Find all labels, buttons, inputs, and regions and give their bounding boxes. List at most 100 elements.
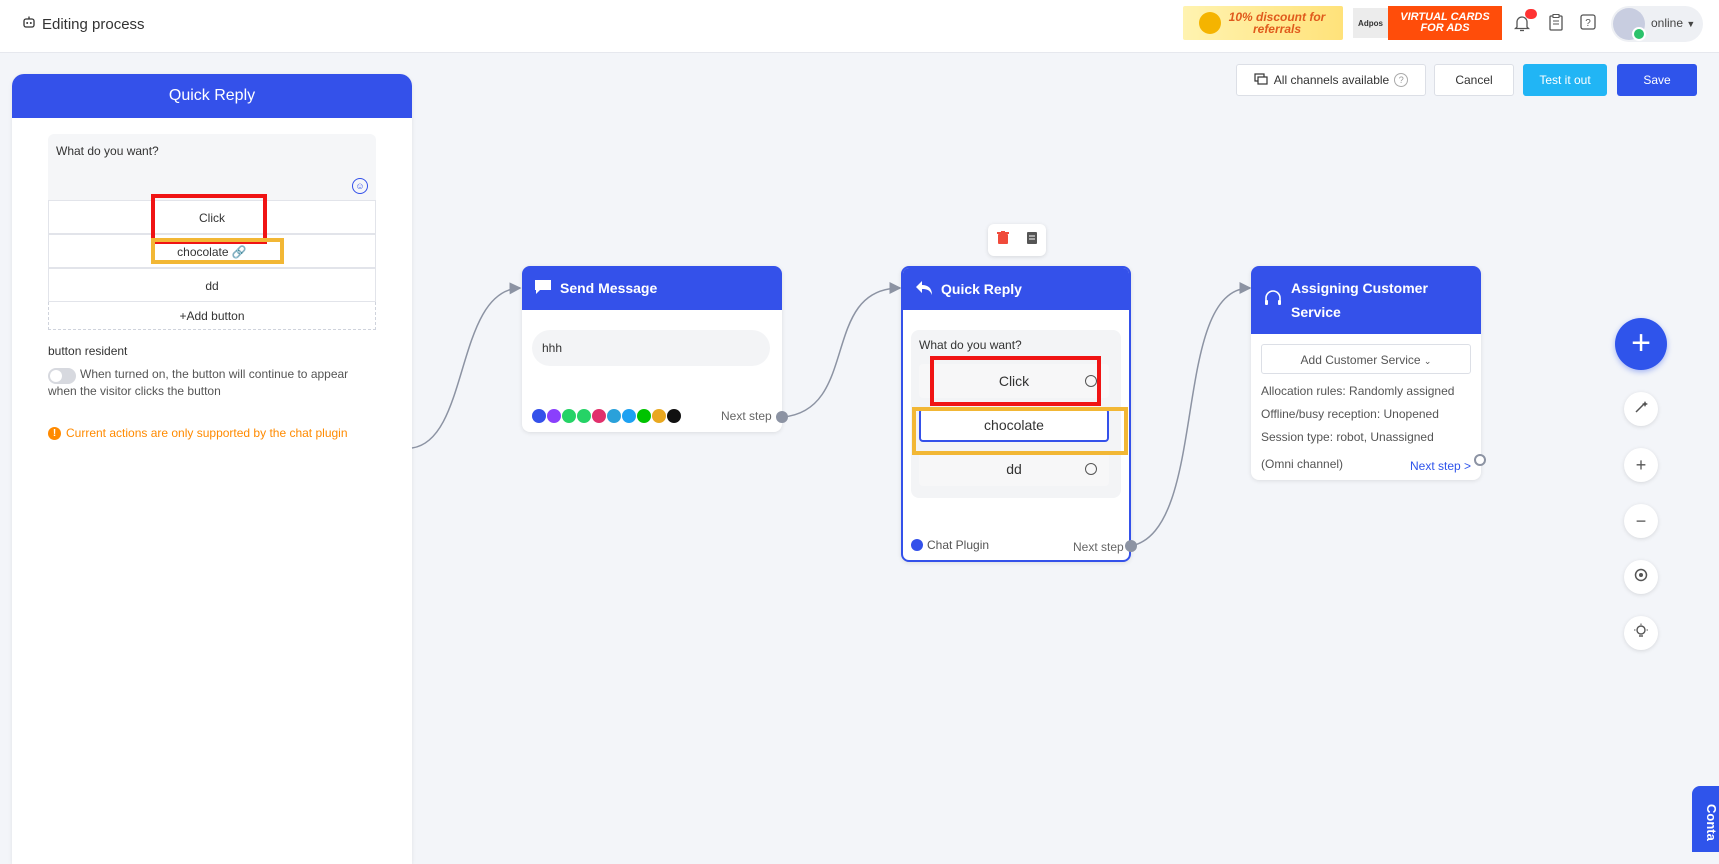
highlight-red (930, 356, 1101, 406)
page-title: Editing process (22, 15, 145, 33)
channel-label-text: Chat Plugin (927, 538, 990, 552)
next-step-label: Next step (1073, 540, 1124, 554)
delete-icon[interactable] (996, 230, 1009, 250)
session-type: Session type: robot, Unassigned (1261, 430, 1434, 444)
panel-title: Quick Reply (12, 74, 412, 118)
top-bar: Editing process 10% discount for referra… (0, 0, 1719, 53)
test-button[interactable]: Test it out (1523, 64, 1607, 96)
channels-icon (1254, 72, 1268, 88)
contact-tab[interactable]: Conta (1692, 786, 1719, 852)
send-message-node[interactable]: Send Message hhh Next step (522, 266, 782, 432)
zoom-out-icon[interactable]: − (1624, 504, 1658, 538)
resident-label: button resident (48, 344, 128, 358)
chat-plugin-icon (911, 539, 923, 551)
status-label[interactable]: online ▼ (1651, 16, 1695, 30)
panel-button-click[interactable]: Click (48, 200, 376, 234)
question-icon[interactable]: ? (1394, 73, 1409, 87)
referral-banner-text: 10% discount for referrals (1228, 10, 1326, 36)
svg-text:?: ? (1585, 18, 1591, 29)
copy-icon[interactable] (1026, 231, 1038, 250)
assign-cs-node[interactable]: Assigning Customer Service Add Customer … (1251, 266, 1481, 480)
warning-icon: ! (48, 426, 61, 440)
tiktok-icon (667, 409, 681, 423)
qr-button-chocolate[interactable]: chocolate (919, 408, 1109, 442)
virtual-cards-banner[interactable]: VIRTUAL CARDS FOR ADS (1388, 6, 1502, 40)
instagram-icon (592, 409, 606, 423)
telegram-icon (607, 409, 621, 423)
save-button[interactable]: Save (1617, 64, 1697, 96)
help-icon[interactable]: ? (1578, 14, 1598, 34)
assign-cs-title: Assigning Customer Service (1291, 280, 1428, 320)
resident-toggle[interactable] (48, 368, 76, 384)
highlight-yellow (912, 407, 1128, 455)
resident-description: When turned on, the button will continue… (48, 367, 349, 398)
clipboard-icon[interactable] (1546, 14, 1566, 34)
referral-banner[interactable]: 10% discount for referrals (1183, 6, 1343, 40)
next-step-label: Next step (721, 409, 772, 423)
quick-reply-message: What do you want? (919, 338, 1022, 352)
warning-message: ! Current actions are only supported by … (48, 426, 348, 440)
panel-button-dd[interactable]: dd (48, 268, 376, 302)
messenger-icon (547, 409, 561, 423)
lightbulb-icon[interactable] (1624, 616, 1658, 650)
omni-channel: (Omni channel) (1261, 457, 1344, 471)
robot-icon (22, 15, 36, 33)
qr-port-click[interactable] (1085, 375, 1097, 387)
add-customer-service-label: Add Customer Service (1300, 353, 1421, 367)
quick-reply-header: Quick Reply (903, 268, 1129, 310)
send-message-title: Send Message (560, 280, 658, 296)
status-text: online (1651, 16, 1684, 30)
locate-icon[interactable] (1624, 560, 1658, 594)
whatsapp-business-icon (577, 409, 591, 423)
channels-label: All channels available (1273, 73, 1390, 87)
message-text: What do you want? (56, 144, 159, 158)
chat-plugin-icon (532, 409, 546, 423)
slack-icon (652, 409, 666, 423)
avatar[interactable] (1613, 8, 1646, 41)
send-message-output-port[interactable] (776, 411, 788, 423)
channels-button[interactable]: All channels available ? (1236, 64, 1426, 96)
add-node-button[interactable]: + (1615, 318, 1667, 370)
next-step-link[interactable]: Next step > (1410, 459, 1472, 473)
qr-button-dd[interactable]: dd (919, 452, 1109, 486)
message-input[interactable]: What do you want? ☺ (48, 134, 376, 200)
bell-icon[interactable] (1512, 14, 1532, 34)
chevron-down-icon: ⌄ (1423, 356, 1432, 366)
telegram-bot-icon (622, 409, 636, 423)
offline-reception: Offline/busy reception: Unopened (1261, 407, 1439, 421)
quick-reply-panel: Quick Reply What do you want? ☺ Click ch… (12, 74, 412, 864)
add-button[interactable]: +Add button (48, 302, 376, 330)
send-message-header: Send Message (522, 266, 782, 310)
notification-badge (1525, 9, 1537, 19)
line-icon (637, 409, 651, 423)
allocation-rules: Allocation rules: Randomly assigned (1261, 384, 1455, 398)
magic-wand-icon[interactable] (1624, 392, 1658, 426)
emoji-icon[interactable]: ☺ (352, 178, 368, 194)
chevron-down-icon: ▼ (1686, 19, 1696, 29)
highlight-red (151, 194, 267, 244)
cancel-button[interactable]: Cancel (1434, 64, 1514, 96)
node-mini-toolbar (988, 224, 1046, 256)
headset-icon (1263, 289, 1283, 312)
send-message-text: hhh (532, 330, 770, 366)
zoom-in-icon[interactable]: + (1624, 448, 1658, 482)
page-title-text: Editing process (42, 15, 145, 33)
adpos-banner[interactable]: Adpos (1353, 8, 1388, 38)
channel-icons (532, 409, 681, 423)
whatsapp-icon (562, 409, 576, 423)
qr-port-dd[interactable] (1085, 463, 1097, 475)
reply-icon (915, 280, 933, 299)
highlight-yellow (151, 238, 284, 264)
assign-cs-output-port[interactable] (1474, 454, 1486, 466)
assign-cs-header: Assigning Customer Service (1251, 266, 1481, 334)
coin-icon (1199, 12, 1221, 34)
panel-button-chocolate-label: chocolate (177, 245, 229, 259)
qr-button-click[interactable]: Click (919, 364, 1109, 398)
add-customer-service-button[interactable]: Add Customer Service ⌄ (1261, 344, 1471, 374)
link-icon: 🔗 (231, 245, 247, 259)
quick-reply-output-port[interactable] (1125, 540, 1137, 552)
warning-text: Current actions are only supported by th… (66, 426, 348, 440)
message-icon (534, 279, 552, 298)
channel-label: Chat Plugin (911, 538, 989, 552)
